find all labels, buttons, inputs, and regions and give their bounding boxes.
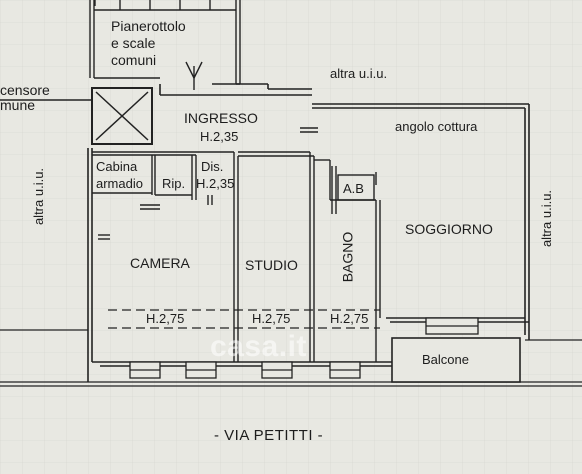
landing-label-line-1: Pianerottolo: [111, 18, 186, 34]
balcony-outline: [391, 337, 521, 383]
wardrobe-label: Cabina armadio: [96, 158, 143, 192]
other-unit-right-label: altra u.i.u.: [539, 189, 555, 248]
elevator-label-line-1: censore: [0, 82, 50, 98]
bedroom-height-label: H.2,75: [146, 311, 185, 326]
watermark: casa.it: [210, 330, 307, 363]
interior-walls: [92, 127, 381, 362]
wardrobe-label-line-2: armadio: [96, 176, 143, 191]
study-height-label: H.2,75: [252, 311, 291, 326]
windows: [129, 317, 479, 379]
hall-label: Dis.: [201, 159, 224, 174]
street-label: - VIA PETITTI -: [214, 427, 324, 444]
antenna-icon: [185, 61, 203, 90]
hall-height-label: H.2,35: [196, 176, 235, 191]
landing-label-line-3: comuni: [111, 52, 157, 68]
entrance-label: INGRESSO: [184, 110, 258, 126]
entrance-height-label: H.2,35: [200, 129, 239, 144]
wardrobe-label-line-1: Cabina: [96, 159, 138, 174]
elevator-shaft: [0, 87, 153, 145]
bathroom-height-label: H.2,75: [330, 311, 369, 326]
bedroom-label: CAMERA: [130, 255, 190, 271]
elevator-label: censore mune: [0, 83, 50, 113]
landing-label-line-2: e scale: [111, 35, 156, 51]
other-unit-left-label: altra u.i.u.: [31, 167, 47, 226]
landing-label: Pianerottolo e scale comuni: [111, 18, 186, 69]
study-label: STUDIO: [245, 257, 298, 273]
boiler-label: A.B: [343, 181, 364, 196]
cooking-corner-label: angolo cottura: [395, 119, 478, 134]
elevator-label-line-2: mune: [0, 97, 36, 113]
landing-structure: [89, 0, 241, 85]
storage-label: Rip.: [162, 176, 186, 191]
bathroom-label: BAGNO: [339, 231, 356, 283]
beam-lines: [108, 309, 380, 329]
other-unit-top-label: altra u.i.u.: [330, 66, 388, 81]
living-room-label: SOGGIORNO: [405, 221, 493, 237]
balcony-label: Balcone: [422, 352, 469, 367]
